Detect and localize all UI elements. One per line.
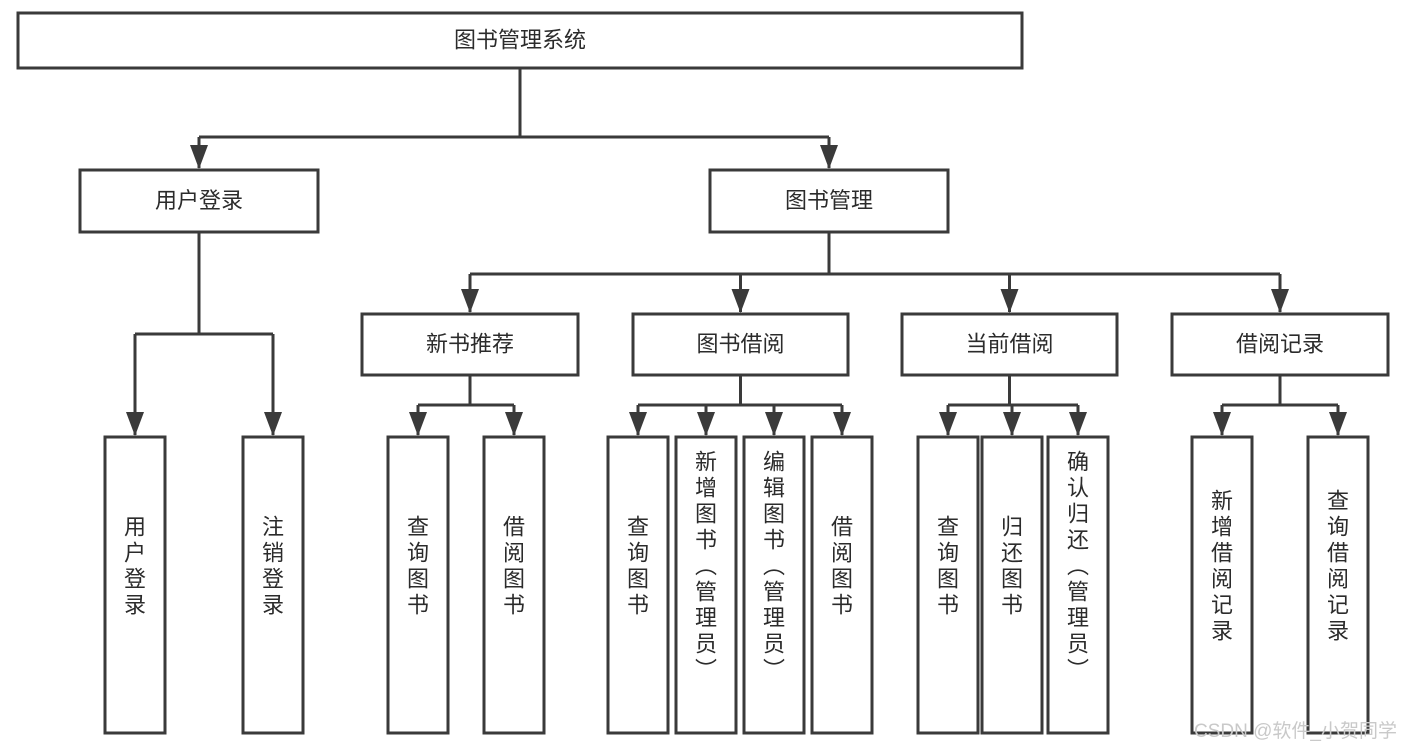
node-leaf-12[interactable] [1306, 435, 1370, 735]
arrow-head-icon [505, 412, 523, 436]
node-leaf-3[interactable] [482, 435, 546, 735]
node-level3-0[interactable] [360, 312, 580, 377]
arrow-head-icon [190, 145, 208, 169]
node-leaf-11[interactable] [1190, 435, 1254, 735]
arrow-head-icon [1213, 412, 1231, 436]
arrow-head-icon [264, 412, 282, 436]
node-root[interactable] [16, 11, 1024, 70]
arrow-head-icon [1329, 412, 1347, 436]
node-level3-2[interactable] [900, 312, 1119, 377]
arrow-head-icon [820, 145, 838, 169]
node-leaf-4[interactable] [606, 435, 670, 735]
node-level3-label-0: 新书推荐 [426, 331, 514, 356]
arrow-head-icon [939, 412, 957, 436]
arrow-head-icon [461, 289, 479, 313]
arrow-head-icon [126, 412, 144, 436]
node-leaf-0[interactable] [103, 435, 167, 735]
node-leaf-1[interactable] [241, 435, 305, 735]
boxes-layer [16, 11, 1390, 735]
arrow-head-icon [1271, 289, 1289, 313]
node-level2-label-0: 用户登录 [155, 188, 243, 213]
node-leaf-6[interactable] [742, 435, 806, 735]
node-level2-label-1: 图书管理 [785, 188, 873, 213]
arrow-head-icon [1000, 289, 1019, 313]
node-level3-label-1: 图书借阅 [696, 331, 784, 356]
arrow-head-icon [629, 412, 647, 436]
node-level3-1[interactable] [631, 312, 850, 377]
node-leaf-7[interactable] [810, 435, 874, 735]
node-root-label: 图书管理系统 [454, 27, 586, 52]
node-leaf-5[interactable] [674, 435, 738, 735]
csdn-watermark: CSDN @软件_小贺同学 [1194, 721, 1397, 742]
node-level2-1[interactable] [708, 168, 950, 234]
node-leaf-2[interactable] [386, 435, 450, 735]
arrow-head-icon [409, 412, 427, 436]
connectors-layer [126, 68, 1347, 436]
node-level3-3[interactable] [1170, 312, 1390, 377]
node-level3-label-3: 借阅记录 [1236, 331, 1324, 356]
node-leaf-8[interactable] [916, 435, 980, 735]
node-level2-0[interactable] [78, 168, 320, 234]
node-level3-label-2: 当前借阅 [965, 331, 1053, 356]
arrow-head-icon [731, 289, 750, 313]
node-leaf-9[interactable] [980, 435, 1044, 735]
arrow-head-icon [765, 412, 783, 436]
node-leaf-10[interactable] [1046, 435, 1110, 735]
arrow-head-icon [1069, 412, 1087, 436]
arrow-head-icon [697, 412, 715, 436]
arrow-head-icon [833, 412, 851, 436]
arrow-head-icon [1003, 412, 1021, 436]
